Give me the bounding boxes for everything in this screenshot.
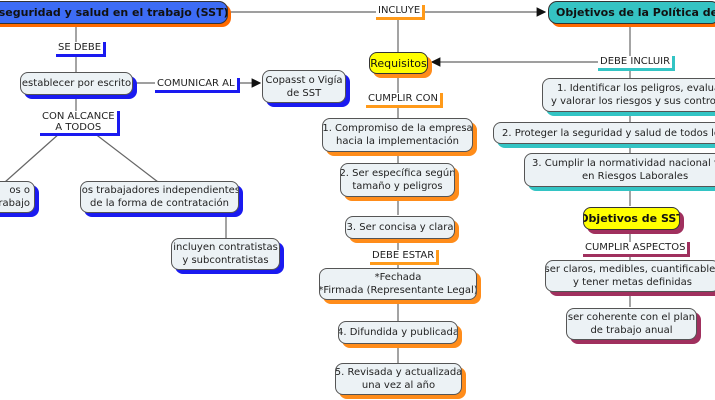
node-requisito-5[interactable]: 5. Revisada y actualizada una vez al año (335, 363, 462, 395)
req1-line-1: 1. Compromiso de la empresa (322, 123, 473, 134)
establecer-text: establecer por escrito (21, 78, 132, 89)
node-requisito-1[interactable]: 1. Compromiso de la empresa hacia la imp… (322, 118, 473, 152)
cumplir-aspectos-text: CUMPLIR ASPECTOS (585, 242, 686, 253)
line-alcance-independientes (93, 132, 159, 183)
node-objetivo-sst-1[interactable]: ser claros, medibles, cuantificables y t… (545, 260, 715, 292)
objetivos-sst-text: Objetivos de SST (583, 212, 680, 225)
node-objetivo-3[interactable]: 3. Cumplir la normatividad nacional vige… (524, 153, 715, 187)
link-label-cumplir-con[interactable]: CUMPLIR CON (366, 93, 443, 108)
req2-line-2: tamaño y peligros (352, 181, 443, 192)
req2-line-1: 2. Ser específica según (340, 168, 455, 179)
obj2-text: 2. Proteger la seguridad y salud de todo… (502, 127, 715, 139)
node-contratistas[interactable]: incluyen contratistas y subcontratistas (171, 238, 280, 270)
obj3-line-1: 3. Cumplir la normatividad nacional vige (532, 158, 715, 169)
node-fechada-firmada[interactable]: *Fechada *Firmada (Representante Legal) (319, 268, 477, 300)
contratistas-line-2: y subcontratistas (182, 255, 269, 266)
node-objetivo-2[interactable]: 2. Proteger la seguridad y salud de todo… (493, 122, 715, 144)
link-label-con-alcance[interactable]: CON ALCANCE A TODOS (40, 111, 120, 136)
independientes-line-1: los trabajadores independientes (80, 185, 239, 196)
se-debe-text: SE DEBE (58, 42, 102, 53)
sst1-line-1: ser claros, medibles, cuantificables (545, 264, 715, 275)
con-alcance-line-1: CON ALCANCE (42, 111, 115, 122)
copasst-line-1: Copasst o Vigía (265, 74, 343, 86)
node-requisito-2[interactable]: 2. Ser específica según tamaño y peligro… (340, 163, 455, 197)
comunicar-al-text: COMUNICAR AL (157, 78, 235, 89)
link-label-incluye[interactable]: INCLUYE (376, 5, 426, 20)
link-label-debe-estar[interactable]: DEBE ESTAR (370, 250, 440, 265)
objetivos-politica-text: Objetivos de la Política de SST (556, 6, 715, 19)
contratistas-line-1: incluyen contratistas (173, 242, 278, 253)
link-label-comunicar-al[interactable]: COMUNICAR AL (155, 78, 240, 93)
req1-line-2: hacia la implementación (336, 136, 459, 147)
line-alcance-left (4, 132, 61, 183)
req3-text: 3. Ser concisa y clara (346, 222, 454, 233)
incluye-text: INCLUYE (378, 5, 421, 16)
req4-text: 4. Difundida y publicada (338, 327, 458, 338)
requisitos-text: Requisitos (370, 56, 427, 70)
node-establecer-por-escrito[interactable]: establecer por escrito (20, 72, 133, 95)
node-trabajadores-independientes[interactable]: los trabajadores independientes de la fo… (80, 181, 239, 213)
req5-line-2: una vez al año (361, 380, 436, 391)
node-copasst[interactable]: Copasst o Vigía de SST (262, 70, 346, 103)
con-alcance-line-2: A TODOS (55, 122, 102, 133)
root-node[interactable]: e seguridad y salud en el trabajo (SST) (0, 1, 228, 24)
cumplir-con-text: CUMPLIR CON (368, 93, 438, 104)
sst2-line-2: de trabajo anual (590, 325, 673, 336)
todos-left-line-2: rabajo (0, 198, 30, 209)
req5-line-1: 5. Revisada y actualizada (335, 367, 462, 378)
obj1-line-1: 1. Identificar los peligros, evaluar (557, 83, 715, 94)
node-requisitos[interactable]: Requisitos (369, 52, 428, 74)
node-requisito-3[interactable]: 3. Ser concisa y clara (345, 216, 455, 239)
fechada-line-1: *Fechada (374, 272, 422, 283)
node-requisito-4[interactable]: 4. Difundida y publicada (338, 321, 458, 344)
node-objetivo-1[interactable]: 1. Identificar los peligros, evaluar y v… (542, 78, 715, 112)
sst2-line-1: ser coherente con el plan (567, 312, 696, 323)
link-label-debe-incluir[interactable]: DEBE INCLUIR (598, 56, 676, 71)
node-trabajadores-left[interactable]: os o rabajo (0, 181, 35, 213)
sst1-line-2: y tener metas definidas (573, 277, 692, 288)
debe-incluir-text: DEBE INCLUIR (600, 56, 671, 67)
node-objetivos-sst[interactable]: Objetivos de SST (583, 207, 680, 230)
node-objetivo-sst-2[interactable]: ser coherente con el plan de trabajo anu… (566, 308, 697, 340)
debe-estar-text: DEBE ESTAR (372, 250, 435, 261)
fechada-line-2: *Firmada (Representante Legal) (319, 285, 477, 296)
link-label-cumplir-aspectos[interactable]: CUMPLIR ASPECTOS (583, 242, 691, 257)
independientes-line-2: de la forma de contratación (90, 198, 229, 209)
copasst-line-2: de SST (286, 87, 322, 99)
node-objetivos-politica[interactable]: Objetivos de la Política de SST (548, 1, 715, 24)
todos-left-line-1: os o (9, 185, 30, 196)
obj1-line-2: y valorar los riesgos y sus controles (551, 96, 715, 107)
obj3-line-2: en Riesgos Laborales (582, 171, 689, 182)
root-node-label: e seguridad y salud en el trabajo (SST) (0, 6, 228, 19)
link-label-se-debe[interactable]: SE DEBE (56, 42, 107, 57)
